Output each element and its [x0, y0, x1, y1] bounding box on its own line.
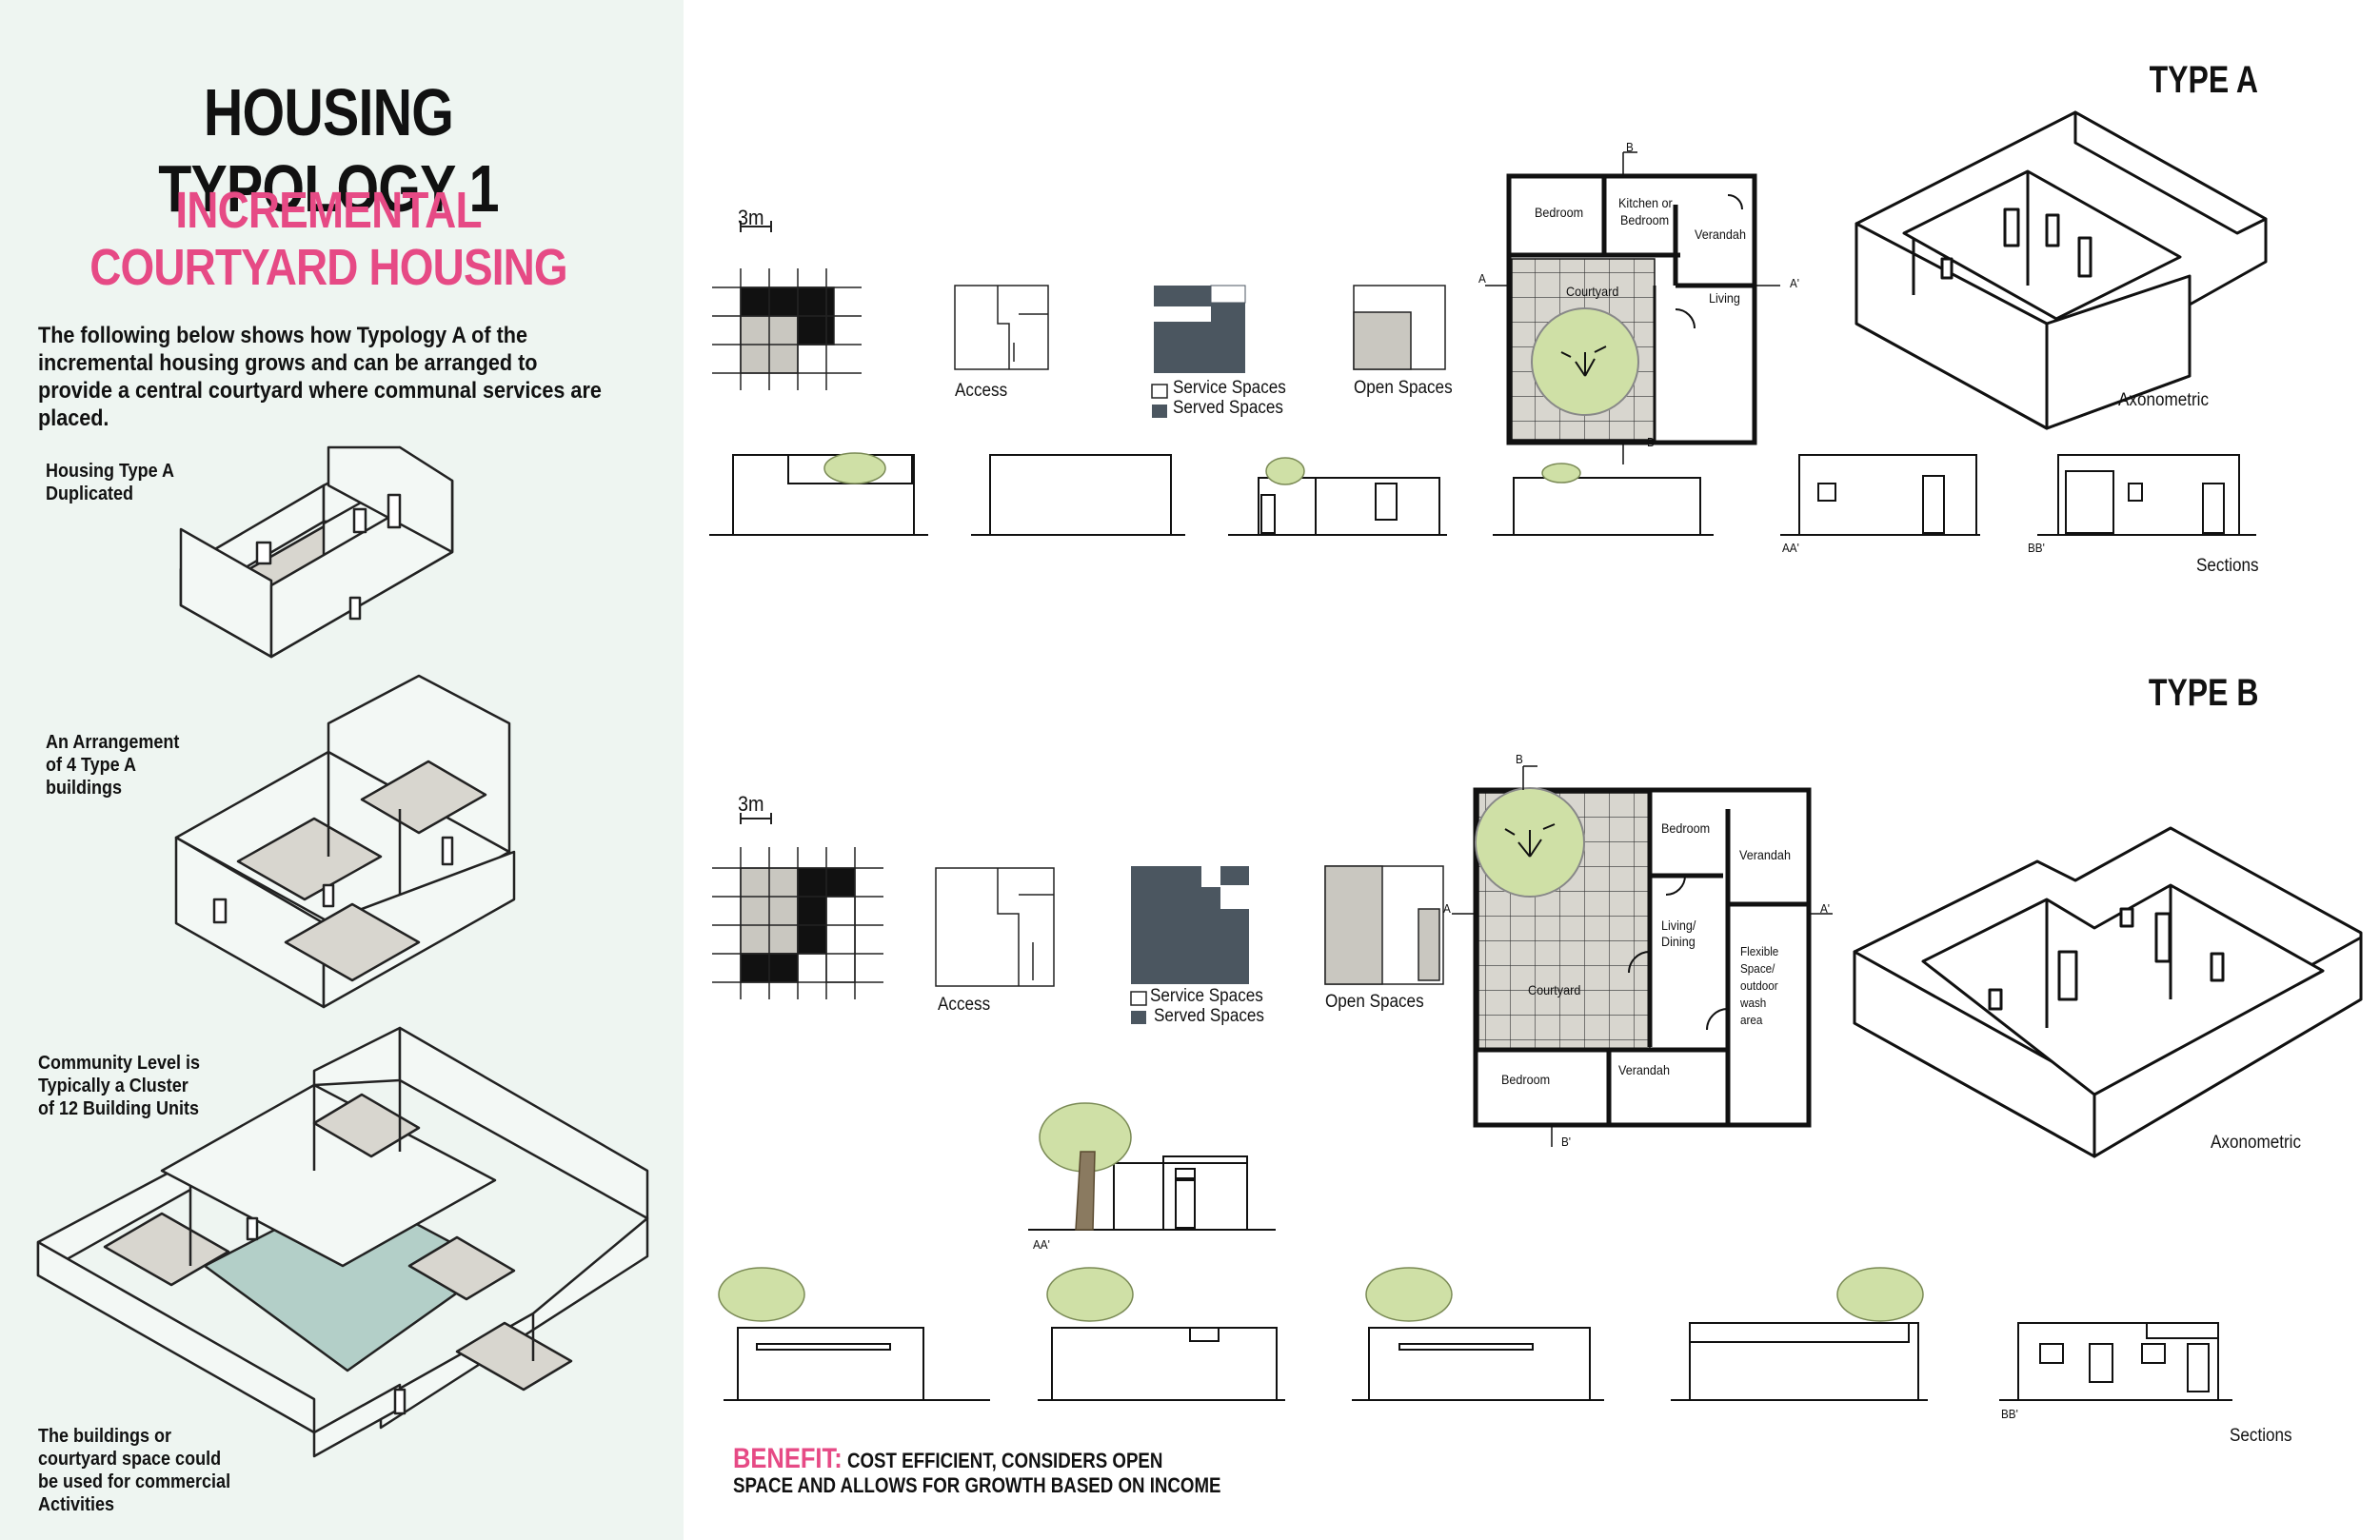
- typeB-open-spaces-plan: [1324, 865, 1444, 985]
- typeB-service-label: Service Spaces: [1150, 986, 1263, 1006]
- typeA-access-label: Access: [955, 381, 1008, 401]
- typeB-plan-verandah-bottom: Verandah: [1618, 1062, 1670, 1077]
- typeB-served-label: Served Spaces: [1154, 1006, 1264, 1026]
- typeA-floor-plan: [1485, 151, 1780, 464]
- typeB-plan-bedroom-top: Bedroom: [1661, 820, 1711, 836]
- typeA-service-served-plan: [1151, 285, 1246, 418]
- typeA-bb-label: BB': [2028, 541, 2045, 555]
- typeB-plan-b: B: [1516, 752, 1523, 766]
- iso-duplicated: [179, 445, 454, 659]
- typeB-growth-grid: [712, 813, 883, 999]
- typeB-plan-flex-line2: Space/: [1740, 961, 1775, 976]
- typeB-plan-b-prime: B': [1561, 1135, 1572, 1149]
- benefit-line-2: SPACE AND ALLOWS FOR GROWTH BASED ON INC…: [733, 1473, 1221, 1497]
- typeB-axonometric-label: Axonometric: [2211, 1133, 2302, 1153]
- typeB-plan-a: A: [1443, 901, 1451, 916]
- typeB-plan-flex-line1: Flexible: [1740, 944, 1779, 958]
- typeA-scale: 3m: [738, 206, 764, 229]
- typeA-axonometric-label: Axonometric: [2118, 390, 2210, 410]
- typeA-aa-label: AA': [1782, 541, 1799, 555]
- typeB-sections-label: Sections: [2230, 1426, 2292, 1446]
- typeA-plan-verandah: Verandah: [1695, 227, 1746, 242]
- subtitle-line-1: INCREMENTAL: [175, 182, 482, 239]
- typeB-scale: 3m: [738, 792, 764, 816]
- typeB-bb-label: BB': [2001, 1407, 2018, 1421]
- typeA-section-trees: [823, 452, 1581, 485]
- typeA-axonometric: [1854, 110, 2268, 430]
- typeA-plan-courtyard: Courtyard: [1566, 284, 1619, 299]
- typeB-floor-plan: [1452, 765, 1833, 1147]
- typeB-heading: TYPE B: [2148, 672, 2258, 714]
- subtitle-line-2: COURTYARD HOUSING: [89, 239, 567, 296]
- iso-community-cluster: [36, 1026, 649, 1458]
- benefit-label: BENEFIT:: [733, 1443, 843, 1474]
- typeB-plan-living-line1: Living/: [1661, 918, 1696, 933]
- typeA-plan-kitchen-line2: Bedroom: [1620, 212, 1670, 227]
- typeB-plan-verandah-top: Verandah: [1739, 847, 1791, 862]
- typeB-access-label: Access: [938, 995, 991, 1015]
- typeB-plan-living-line2: Dining: [1661, 934, 1696, 949]
- caption-community: Community Level is Typically a Cluster o…: [38, 1053, 201, 1119]
- typeA-plan-a: A: [1478, 271, 1486, 286]
- typeA-plan-living: Living: [1709, 290, 1740, 306]
- typeB-axonometric: [1853, 826, 2363, 1158]
- typeA-plan-bedroom: Bedroom: [1535, 205, 1584, 220]
- typeB-plan-flex-line4: wash: [1740, 996, 1767, 1010]
- typeA-plan-b: B: [1626, 140, 1634, 154]
- typeA-plan-b-prime: B': [1647, 435, 1657, 449]
- typeB-plan-flex-line3: outdoor: [1740, 978, 1778, 993]
- typeB-section-trees: [718, 1102, 1924, 1322]
- typeB-plan-courtyard: Courtyard: [1528, 982, 1581, 997]
- typeA-open-spaces-plan: [1353, 285, 1446, 370]
- typeA-sections-label: Sections: [2196, 556, 2259, 576]
- caption-duplicated: Housing Type A Duplicated: [46, 461, 174, 504]
- typeA-heading: TYPE A: [2149, 59, 2258, 101]
- benefit-note: BENEFIT: COST EFFICIENT, CONSIDERS OPEN …: [733, 1445, 1221, 1498]
- typeB-access-plan: [935, 867, 1055, 987]
- typeA-plan-kitchen-line1: Kitchen or: [1618, 195, 1673, 210]
- typeB-service-served-plan: [1130, 866, 1249, 1024]
- iso-arrangement: [174, 674, 516, 1009]
- typeB-plan-a-prime: A': [1820, 901, 1831, 916]
- typeA-sections: [709, 454, 2256, 536]
- typeB-plan-flex-line5: area: [1740, 1013, 1763, 1027]
- typeA-open-label: Open Spaces: [1354, 378, 1453, 398]
- typeB-plan-bedroom-bottom: Bedroom: [1501, 1072, 1551, 1087]
- typeA-service-label: Service Spaces: [1173, 378, 1286, 398]
- typeA-plan-a-prime: A': [1790, 276, 1800, 290]
- page-title: HOUSING TYPOLOGY 1: [158, 75, 499, 226]
- typeA-access-plan: [954, 285, 1049, 370]
- typeB-open-label: Open Spaces: [1325, 992, 1424, 1012]
- caption-commercial: The buildings or courtyard space could b…: [38, 1426, 231, 1515]
- typeA-served-label: Served Spaces: [1173, 398, 1283, 418]
- benefit-line-1: COST EFFICIENT, CONSIDERS OPEN: [846, 1449, 1163, 1472]
- typeA-growth-grid: [712, 221, 862, 390]
- caption-arrangement: An Arrangement of 4 Type A buildings: [46, 732, 180, 799]
- typeB-aa-label: AA': [1033, 1237, 1050, 1252]
- typeB-sections: [724, 1155, 2232, 1401]
- intro-paragraph: The following below shows how Typology A…: [38, 323, 602, 431]
